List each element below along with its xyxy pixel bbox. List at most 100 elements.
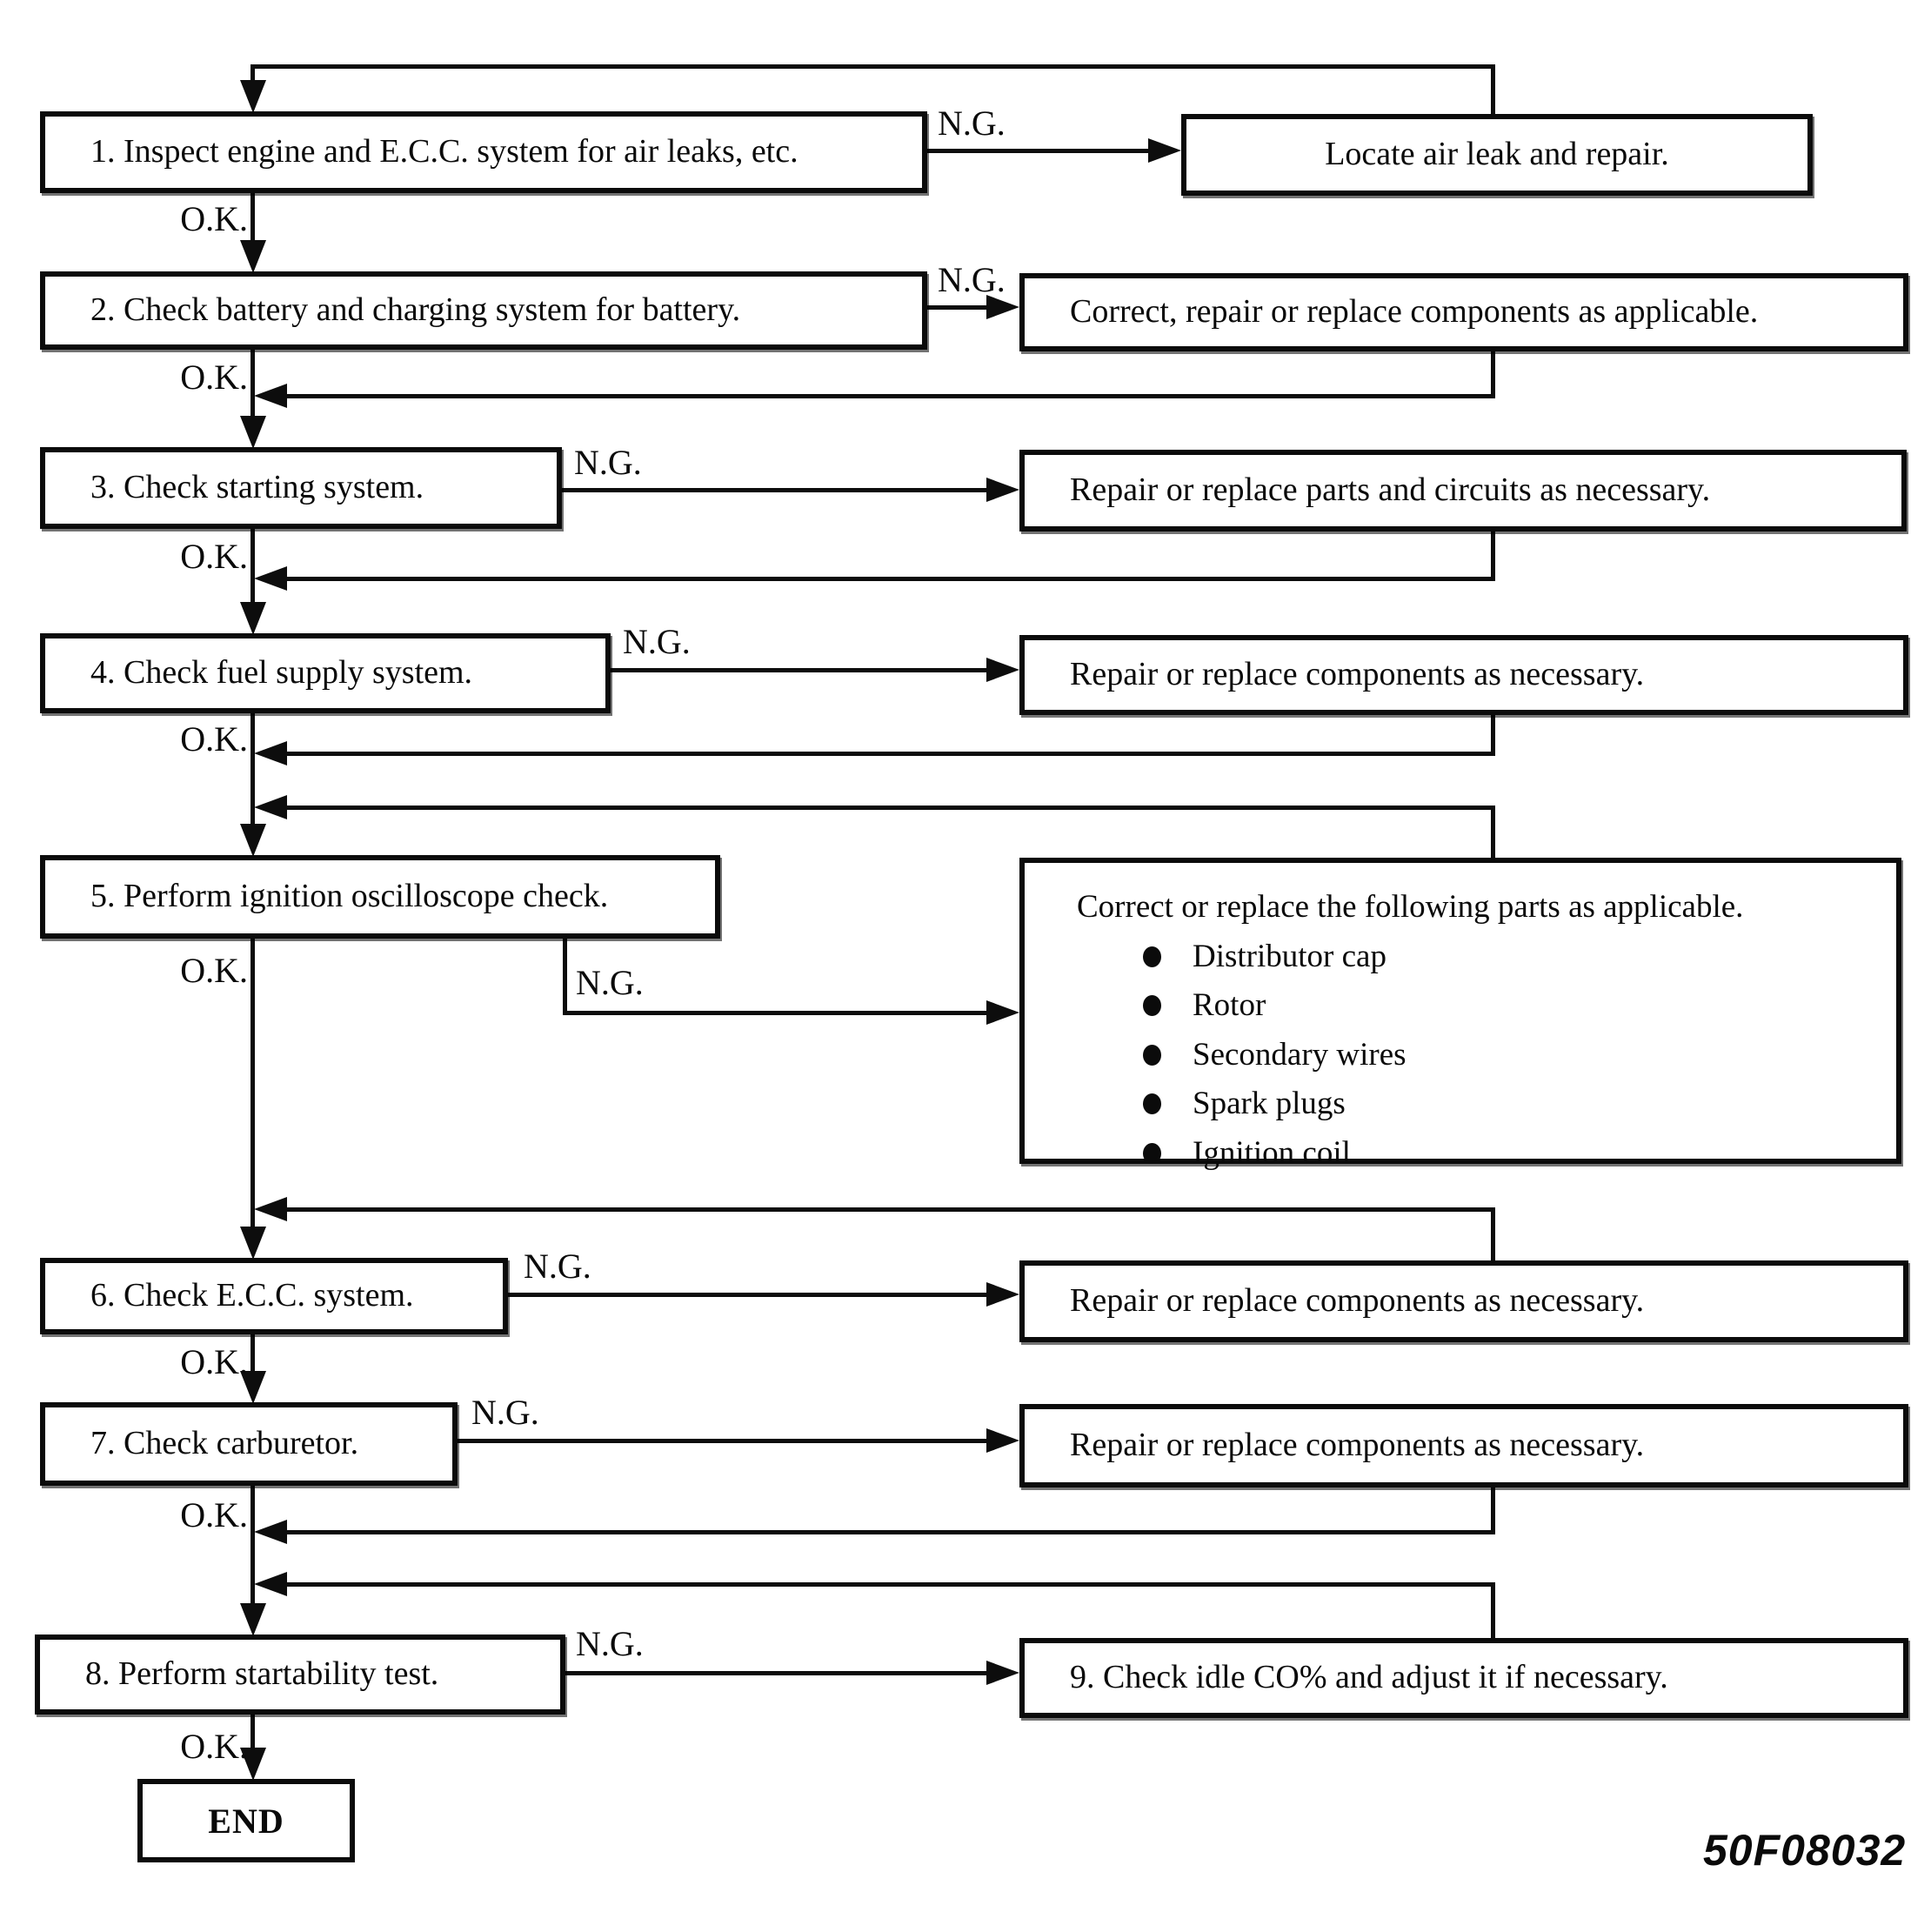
connector-return-7-h [284,1530,1495,1534]
bullet-icon [1143,995,1161,1017]
part-item-label: Spark plugs [1193,1086,1346,1122]
list-item: Spark plugs [1143,1086,1875,1123]
list-item: Rotor [1143,987,1875,1025]
step-1-box: 1. Inspect engine and E.C.C. system for … [40,111,927,193]
step-2-label: 2. Check battery and charging system for… [90,291,741,329]
connector-return-2-h [284,394,1495,398]
action-2-box: Correct, repair or replace components as… [1019,273,1908,351]
ng-label-2: N.G. [938,260,1006,299]
step-4-label: 4. Check fuel supply system. [90,654,473,692]
ok-label-2: O.K. [180,358,248,397]
connector-return-4-h [284,752,1495,756]
step-5-box: 5. Perform ignition oscilloscope check. [40,855,720,939]
connector-ng-4 [611,668,990,672]
ok-label-7: O.K. [180,1495,248,1534]
action-1-label: Locate air leak and repair. [1325,136,1669,173]
connector-return-9-v [1491,1582,1495,1640]
connector-return-2-v [1491,351,1495,398]
arrowhead-return-6 [254,1197,287,1221]
part-item-label: Rotor [1193,987,1266,1024]
arrowhead-ng-3 [986,478,1019,502]
arrowhead-ng-1 [1148,138,1181,163]
part-item-label: Distributor cap [1193,938,1386,974]
connector-return-7-v [1491,1487,1495,1532]
arrowhead-return-5 [254,795,287,819]
action-7-label: Repair or replace components as necessar… [1070,1427,1645,1464]
connector-top-loop-v-right [1491,64,1495,118]
connector-ng-5-h [563,1011,990,1015]
figure-id: 50F08032 [1703,1826,1907,1875]
connector-ng-1 [927,149,1155,153]
arrowhead-into-step-8 [240,1603,266,1636]
action-6-label: Repair or replace components as necessar… [1070,1282,1645,1320]
arrowhead-return-4 [254,741,287,765]
arrowhead-into-end [240,1748,266,1781]
step-6-label: 6. Check E.C.C. system. [90,1277,414,1314]
ng-label-8: N.G. [576,1624,644,1663]
ok-label-6: O.K. [180,1342,248,1381]
action-4-label: Repair or replace components as necessar… [1070,656,1645,693]
action-3-box: Repair or replace parts and circuits as … [1019,450,1907,531]
connector-spine-4-5 [251,713,255,826]
ng-label-5: N.G. [576,963,644,1002]
connector-ng-8 [564,1671,990,1675]
step-5-label: 5. Perform ignition oscilloscope check. [90,878,609,915]
bullet-icon [1143,1093,1161,1115]
ng-label-6: N.G. [524,1247,591,1286]
ok-label-4: O.K. [180,719,248,759]
connector-spine-7-8 [251,1486,255,1606]
end-box: END [137,1779,355,1862]
action-3-label: Repair or replace parts and circuits as … [1070,471,1711,509]
step-7-label: 7. Check carburetor. [90,1425,359,1462]
action-4-box: Repair or replace components as necessar… [1019,635,1908,715]
action-2-label: Correct, repair or replace components as… [1070,293,1759,331]
ok-label-5: O.K. [180,951,248,990]
connector-spine-1-2 [251,193,255,244]
arrowhead-into-step-5 [240,824,266,857]
connector-spine-6-7 [251,1334,255,1374]
connector-ng-3 [562,488,990,492]
step-2-box: 2. Check battery and charging system for… [40,271,927,350]
connector-spine-5-6 [251,939,255,1229]
connector-return-5-h [284,806,1495,810]
arrowhead-into-step-4 [240,602,266,635]
step-6-box: 6. Check E.C.C. system. [40,1258,508,1334]
connector-return-4-v [1491,715,1495,755]
list-item: Secondary wires [1143,1037,1875,1074]
step-8-label: 8. Perform startability test. [85,1655,439,1693]
arrowhead-ng-6 [986,1282,1019,1307]
step-4-box: 4. Check fuel supply system. [40,633,611,713]
connector-ng-5-v [563,939,567,1015]
ok-label-1: O.K. [180,199,248,238]
arrowhead-ng-7 [986,1428,1019,1453]
action-1-box: Locate air leak and repair. [1181,114,1813,196]
ignition-parts-box: Correct or replace the following parts a… [1019,858,1901,1171]
connector-return-6-v [1491,1207,1495,1262]
arrowhead-into-step-7 [240,1371,266,1404]
end-label: END [208,1801,284,1841]
arrowhead-ng-8 [986,1661,1019,1685]
step-1-label: 1. Inspect engine and E.C.C. system for … [90,133,798,170]
connector-return-5-v [1491,806,1495,859]
ng-label-3: N.G. [574,443,642,482]
ng-label-7: N.G. [471,1393,539,1432]
arrowhead-return-7 [254,1520,287,1544]
step-7-box: 7. Check carburetor. [40,1402,458,1486]
arrowhead-into-step-6 [240,1227,266,1260]
connector-spine-8-end [251,1715,255,1751]
list-item: Ignition coil [1143,1135,1875,1173]
part-item-label: Secondary wires [1193,1036,1406,1073]
connector-top-loop-h [251,64,1495,69]
ok-label-8: O.K. [180,1727,248,1766]
connector-return-9-h [284,1582,1495,1587]
step-3-box: 3. Check starting system. [40,447,562,529]
action-7-box: Repair or replace components as necessar… [1019,1404,1908,1487]
step-8-box: 8. Perform startability test. [35,1635,565,1715]
arrowhead-return-3 [254,566,287,591]
action-9-box: 9. Check idle CO% and adjust it if neces… [1019,1638,1908,1718]
ng-label-1: N.G. [938,104,1006,143]
arrowhead-return-9 [254,1572,287,1596]
connector-ng-6 [508,1293,990,1297]
ok-label-3: O.K. [180,537,248,576]
